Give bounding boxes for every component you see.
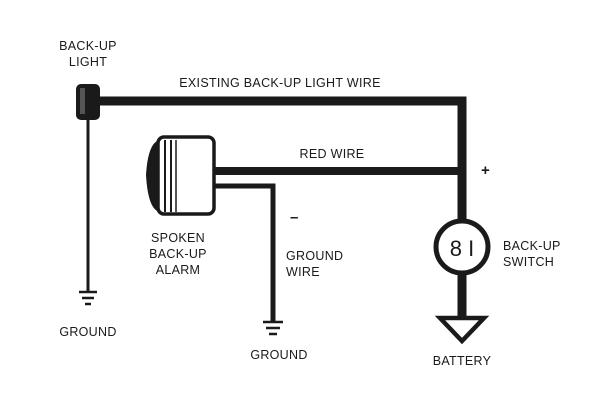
alarm-label-line2: BACK-UP — [149, 247, 207, 261]
battery-icon — [434, 315, 490, 345]
ground-left-label: GROUND — [59, 325, 116, 339]
existing-wire-label: EXISTING BACK-UP LIGHT WIRE — [179, 76, 380, 90]
backup-light-label-line2: LIGHT — [69, 55, 107, 69]
backup-light-icon — [76, 84, 100, 120]
alarm-label-line1: SPOKEN — [151, 231, 205, 245]
ground-wire-label-line1: GROUND — [286, 249, 343, 263]
backup-switch-icon — [433, 218, 491, 276]
switch-face-label: 8 I — [450, 236, 474, 261]
alarm-device-icon — [146, 135, 216, 216]
plus-sign: + — [481, 162, 490, 179]
alarm-label-line3: ALARM — [156, 263, 201, 277]
ground-middle-label: GROUND — [250, 348, 307, 362]
backup-light-label-line1: BACK-UP — [59, 39, 117, 53]
ground-wire-label-line2: WIRE — [286, 265, 320, 279]
battery-label: BATTERY — [433, 354, 492, 368]
switch-label-line1: BACK-UP — [503, 239, 561, 253]
existing-backup-light-wire — [100, 96, 467, 172]
red-wire-label: RED WIRE — [300, 147, 365, 161]
ground-left-icon — [79, 290, 97, 306]
ground-wire — [212, 183, 276, 322]
ground-middle-icon — [263, 320, 283, 336]
switch-label-line2: SWITCH — [503, 255, 554, 269]
minus-sign: – — [290, 209, 298, 226]
